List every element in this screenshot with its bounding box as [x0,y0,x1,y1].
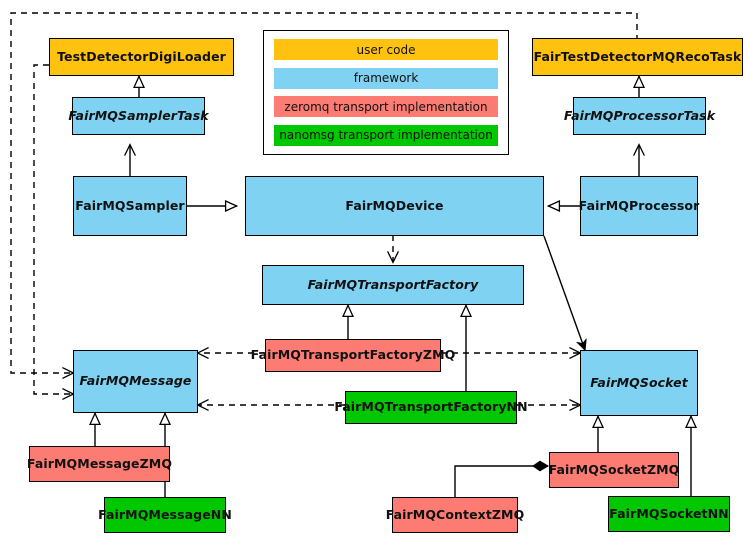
class-box-fairmqdevice[interactable]: FairMQDevice [245,176,544,236]
class-box-fairmqsocket[interactable]: FairMQSocket [580,350,698,416]
class-box-fairtestdetectormqrecotask[interactable]: FairTestDetectorMQRecoTask [532,38,743,76]
class-box-testdetectordigiloader[interactable]: TestDetectorDigiLoader [49,38,234,76]
class-box-fairmqtransportfactonn[interactable]: FairMQTransportFactoryNN [334,391,528,424]
class-label: FairMQSocket [590,374,688,390]
legend-label: framework [353,71,419,86]
class-label: FairMQTransportFactoryZMQ [250,347,456,363]
class-label: FairMQTransportFactoryNN [334,399,528,415]
class-label: FairMQProcessor [578,197,700,213]
class-label: FairMQDevice [345,197,444,213]
legend-item-user-code: user code [274,39,498,60]
legend-label: zeromq transport implementation [284,99,488,114]
legend-item-nanomsg: nanomsg transport implementation [274,124,498,146]
class-label: FairMQContextZMQ [385,506,525,522]
legend-label: nanomsg transport implementation [279,128,493,143]
legend-item-framework: framework [274,67,498,89]
class-label: TestDetectorDigiLoader [57,48,226,64]
class-label: FairMQMessage [79,373,192,389]
class-label: FairMQSocketNN [609,505,729,521]
class-box-fairmqtransportfactory[interactable]: FairMQTransportFactory [262,265,524,305]
legend-panel: user code framework zeromq transport imp… [263,30,509,155]
legend-item-zeromq: zeromq transport implementation [274,96,498,118]
class-box-fairmqmessage[interactable]: FairMQMessage [73,350,198,413]
class-label: FairMQProcessorTask [563,107,716,123]
class-box-fairmqsampler[interactable]: FairMQSampler [73,176,187,236]
class-label: FairTestDetectorMQRecoTask [533,48,742,64]
class-box-fairmqmessagezmq[interactable]: FairMQMessageZMQ [26,446,173,482]
class-box-fairmqsocketzmq[interactable]: FairMQSocketZMQ [549,452,679,488]
class-label: FairMQMessageZMQ [26,455,173,471]
edge-digiloader-to-message [33,64,75,400]
class-box-fairmqcontextzmq[interactable]: FairMQContextZMQ [386,497,524,533]
class-label: FairMQSocketZMQ [548,461,680,477]
class-label: FairMQTransportFactory [307,276,479,292]
class-label: FairMQSampler [75,197,185,213]
edge-recotask-to-message [10,12,638,379]
class-label: FairMQMessageNN [98,506,232,522]
class-label: FairMQSamplerTask [68,107,209,123]
legend-label: user code [356,42,416,57]
edge-device-to-socket [543,235,585,350]
class-box-fairmqprocessortask[interactable]: FairMQProcessorTask [564,97,715,135]
edge-contextzmq-to-socketzmq [454,460,549,497]
class-box-fairmqsamplertask[interactable]: FairMQSamplerTask [68,97,209,135]
class-box-fairmqtransportfactoryzmq[interactable]: FairMQTransportFactoryZMQ [251,339,455,372]
class-box-fairmqsocketnn[interactable]: FairMQSocketNN [608,496,730,532]
class-box-fairmqmessagenn[interactable]: FairMQMessageNN [98,497,232,533]
class-box-fairmqprocessor[interactable]: FairMQProcessor [578,176,700,236]
